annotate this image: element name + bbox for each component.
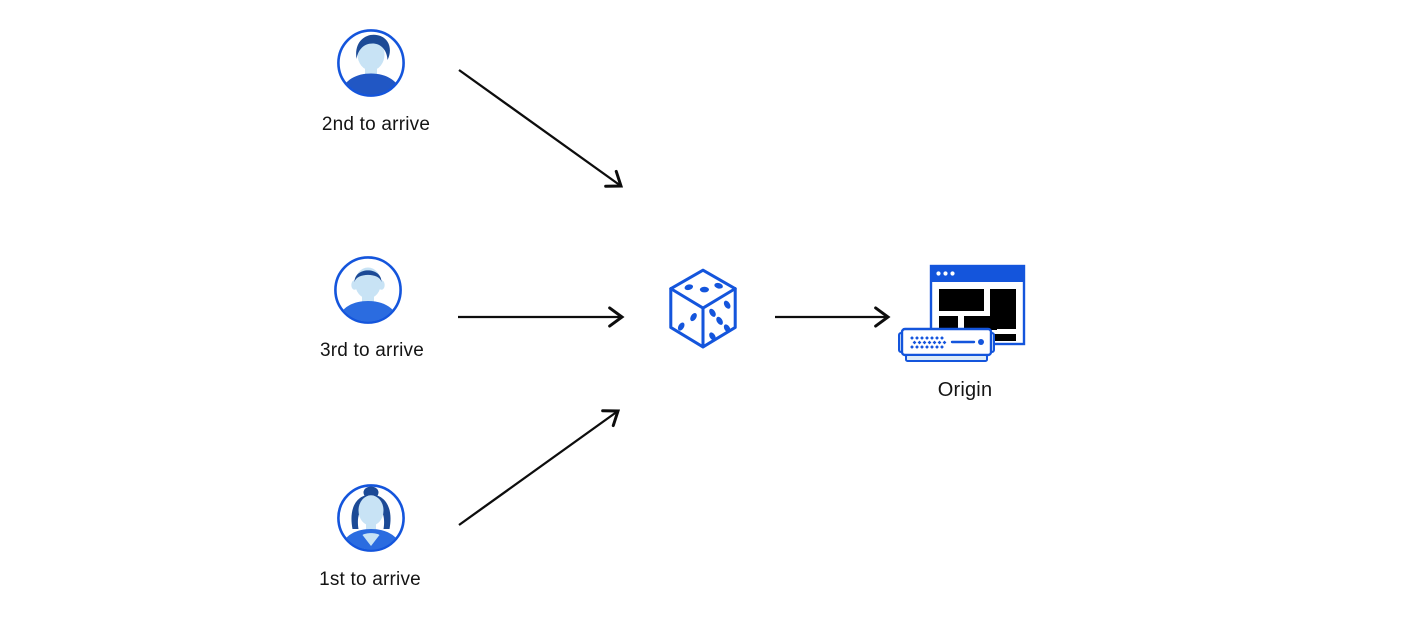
origin-label: Origin <box>937 379 993 401</box>
client-label-2nd: 2nd to arrive <box>321 114 431 135</box>
browser-panel <box>939 289 984 311</box>
server-vent-pattern <box>910 336 947 349</box>
arrow-client1-to-dice <box>458 409 621 526</box>
user-avatar-man-short-hair-icon <box>333 255 403 325</box>
client-label-1st: 1st to arrive <box>319 569 421 590</box>
client-node-3rd <box>333 255 403 325</box>
user-avatar-man-swept-hair-icon <box>336 28 406 98</box>
origin-browser-server-icon <box>898 264 1026 362</box>
client-label-3rd: 3rd to arrive <box>320 340 424 361</box>
origin-node <box>898 264 1026 362</box>
client-node-1st <box>336 483 406 553</box>
dice-icon <box>667 266 739 352</box>
client-node-2nd <box>336 28 406 98</box>
selector-node <box>667 266 739 352</box>
arrow-client2-to-dice <box>458 69 624 188</box>
user-avatar-woman-bun-icon <box>336 483 406 553</box>
